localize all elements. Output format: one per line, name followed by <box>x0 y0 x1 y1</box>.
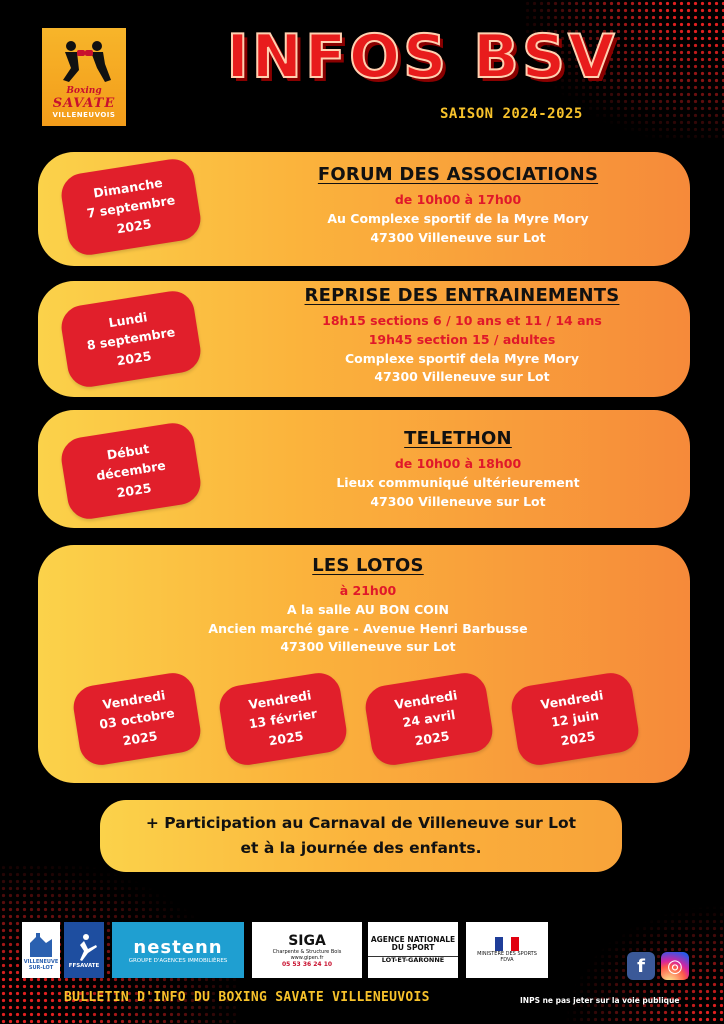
page-title: INFOS BSV <box>225 21 618 93</box>
event-city: 47300 Villeneuve sur Lot <box>374 369 550 385</box>
loto-date-badge: Vendredi 03 octobre 2025 <box>70 669 204 769</box>
extra-line-2: et à la journée des enfants. <box>240 839 482 857</box>
agence-sub: LOT-ET-GARONNE <box>368 955 458 964</box>
event-time: de 10h00 à 17h00 <box>394 192 522 207</box>
footer-bulletin: BULLETIN D'INFO DU BOXING SAVATE VILLENE… <box>64 990 430 1005</box>
extra-participation: + Participation au Carnaval de Villeneuv… <box>100 800 622 872</box>
kick-icon <box>80 934 97 961</box>
event-time: 18h15 sections 6 / 10 ans et 11 / 14 ans <box>322 313 602 328</box>
event-card-telethon: Début décembre 2025 TELETHON de 10h00 à … <box>38 410 690 528</box>
club-logo: Boxing SAVATE VILLENEUVOIS <box>42 28 126 126</box>
event-time: à 21h00 <box>339 583 397 598</box>
date-year: 2025 <box>121 727 159 749</box>
date-badge: Lundi 8 septembre 2025 <box>58 288 204 390</box>
siga-logo: SIGA Charpente & Structure Bois www.gipe… <box>252 922 362 978</box>
date-year: 2025 <box>115 215 153 237</box>
event-time: de 10h00 à 18h00 <box>394 456 522 471</box>
event-city: 47300 Villeneuve sur Lot <box>370 229 546 245</box>
ministere-name: MINISTÈRE DES SPORTS <box>477 951 537 957</box>
date-badge: Début décembre 2025 <box>58 420 204 522</box>
event-city: 47300 Villeneuve sur Lot <box>280 639 456 655</box>
agence-name: AGENCE NATIONALE DU SPORT <box>370 935 456 953</box>
logo-text-savate: SAVATE <box>52 95 116 111</box>
event-venue: A la salle AU BON COIN <box>286 601 450 617</box>
ffsavate-label: FFSAVATE <box>68 963 100 969</box>
siga-site: www.gipen.fr <box>290 954 324 961</box>
date-year: 2025 <box>559 727 597 749</box>
date-year: 2025 <box>115 479 153 501</box>
instagram-icon[interactable]: ◎ <box>661 952 689 980</box>
event-venue: Lieux communiqué ultérieurement <box>336 474 580 490</box>
logo-text-villeneuvois: VILLENEUVOIS <box>52 110 116 119</box>
nestenn-logo: nestenn GROUPE D'AGENCES IMMOBILIÈRES <box>112 922 244 978</box>
event-card-reprise: Lundi 8 septembre 2025 REPRISE DES ENTRA… <box>38 281 690 397</box>
flag-icon <box>495 937 519 951</box>
footer-inps: INPS ne pas jeter sur la voie publique <box>520 996 680 1005</box>
event-venue: Complexe sportif dela Myre Mory <box>345 350 579 366</box>
ffsavate-logo: FFSAVATE <box>64 922 104 978</box>
event-address: Ancien marché gare - Avenue Henri Barbus… <box>208 620 528 636</box>
villeneuve-label: VILLENEUVE SUR-LOT <box>23 959 59 971</box>
social-links: f ◎ <box>627 952 689 980</box>
season-label: SAISON 2024-2025 <box>440 106 583 122</box>
town-icon <box>30 933 52 957</box>
event-title: LES LOTOS <box>312 555 424 576</box>
agence-sport-logo: AGENCE NATIONALE DU SPORT LOT-ET-GARONNE <box>368 922 458 978</box>
logo-text-boxing: Boxing <box>66 85 102 96</box>
event-venue: Au Complexe sportif de la Myre Mory <box>327 210 589 226</box>
siga-name: SIGA <box>288 932 326 949</box>
ministere-logo: MINISTÈRE DES SPORTS FDVA <box>466 922 548 978</box>
loto-dates: Vendredi 03 octobre 2025 Vendredi 13 fév… <box>70 669 656 769</box>
fdva-label: FDVA <box>500 957 514 963</box>
date-year: 2025 <box>413 727 451 749</box>
siga-tagline: Charpente & Structure Bois <box>272 948 342 955</box>
event-title: REPRISE DES ENTRAINEMENTS <box>304 285 620 306</box>
boxers-icon <box>63 40 111 82</box>
loto-date-badge: Vendredi 24 avril 2025 <box>362 669 496 769</box>
loto-date-badge: Vendredi 13 février 2025 <box>216 669 350 769</box>
event-title: TELETHON <box>404 428 512 449</box>
date-year: 2025 <box>115 347 153 369</box>
villeneuve-logo: VILLENEUVE SUR-LOT <box>22 922 60 978</box>
event-info: LES LOTOS à 21h00 A la salle AU BON COIN… <box>178 555 558 657</box>
nestenn-name: nestenn <box>133 936 223 958</box>
event-card-forum: Dimanche 7 septembre 2025 FORUM DES ASSO… <box>38 152 690 266</box>
loto-date-badge: Vendredi 12 juin 2025 <box>508 669 642 769</box>
date-year: 2025 <box>267 727 305 749</box>
event-time: 19h45 section 15 / adultes <box>368 331 556 347</box>
date-badge: Dimanche 7 septembre 2025 <box>58 156 204 258</box>
event-info: FORUM DES ASSOCIATIONS de 10h00 à 17h00 … <box>258 164 658 247</box>
extra-line-1: + Participation au Carnaval de Villeneuv… <box>145 814 577 833</box>
event-info: REPRISE DES ENTRAINEMENTS 18h15 sections… <box>260 285 664 387</box>
siga-phone: 05 53 36 24 10 <box>281 960 333 968</box>
event-title: FORUM DES ASSOCIATIONS <box>317 164 599 185</box>
event-city: 47300 Villeneuve sur Lot <box>370 493 546 509</box>
event-info: TELETHON de 10h00 à 18h00 Lieux communiq… <box>278 428 638 511</box>
facebook-icon[interactable]: f <box>627 952 655 980</box>
event-card-lotos: LES LOTOS à 21h00 A la salle AU BON COIN… <box>38 545 690 783</box>
nestenn-tagline: GROUPE D'AGENCES IMMOBILIÈRES <box>128 957 228 964</box>
